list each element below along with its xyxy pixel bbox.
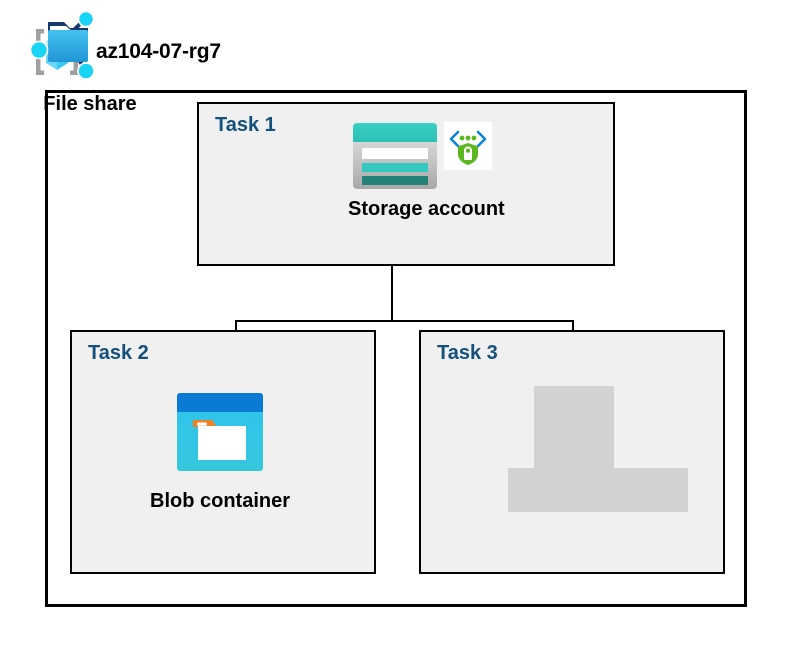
file-share-folder-icon bbox=[26, 0, 106, 82]
node-blob-container: Blob container bbox=[150, 392, 290, 513]
task-1-label: Task 1 bbox=[215, 114, 276, 136]
node-storage-account: Storage account bbox=[340, 122, 505, 221]
file-share-caption: File share bbox=[43, 92, 137, 115]
resource-group-name: az104-07-rg7 bbox=[96, 40, 221, 63]
file-share-label-highlight bbox=[508, 468, 688, 512]
file-share-icon-highlight bbox=[534, 386, 614, 468]
secure-encryption-shield-icon bbox=[444, 122, 493, 170]
task-2-label: Task 2 bbox=[88, 342, 149, 364]
blob-container-icon bbox=[176, 392, 264, 472]
storage-account-caption: Storage account bbox=[348, 198, 505, 220]
storage-account-icon bbox=[352, 122, 438, 190]
task-3-label: Task 3 bbox=[437, 342, 498, 364]
connector-storage-stem bbox=[391, 266, 393, 322]
connector-horizontal-bus bbox=[235, 320, 574, 322]
blob-container-caption: Blob container bbox=[150, 490, 291, 512]
